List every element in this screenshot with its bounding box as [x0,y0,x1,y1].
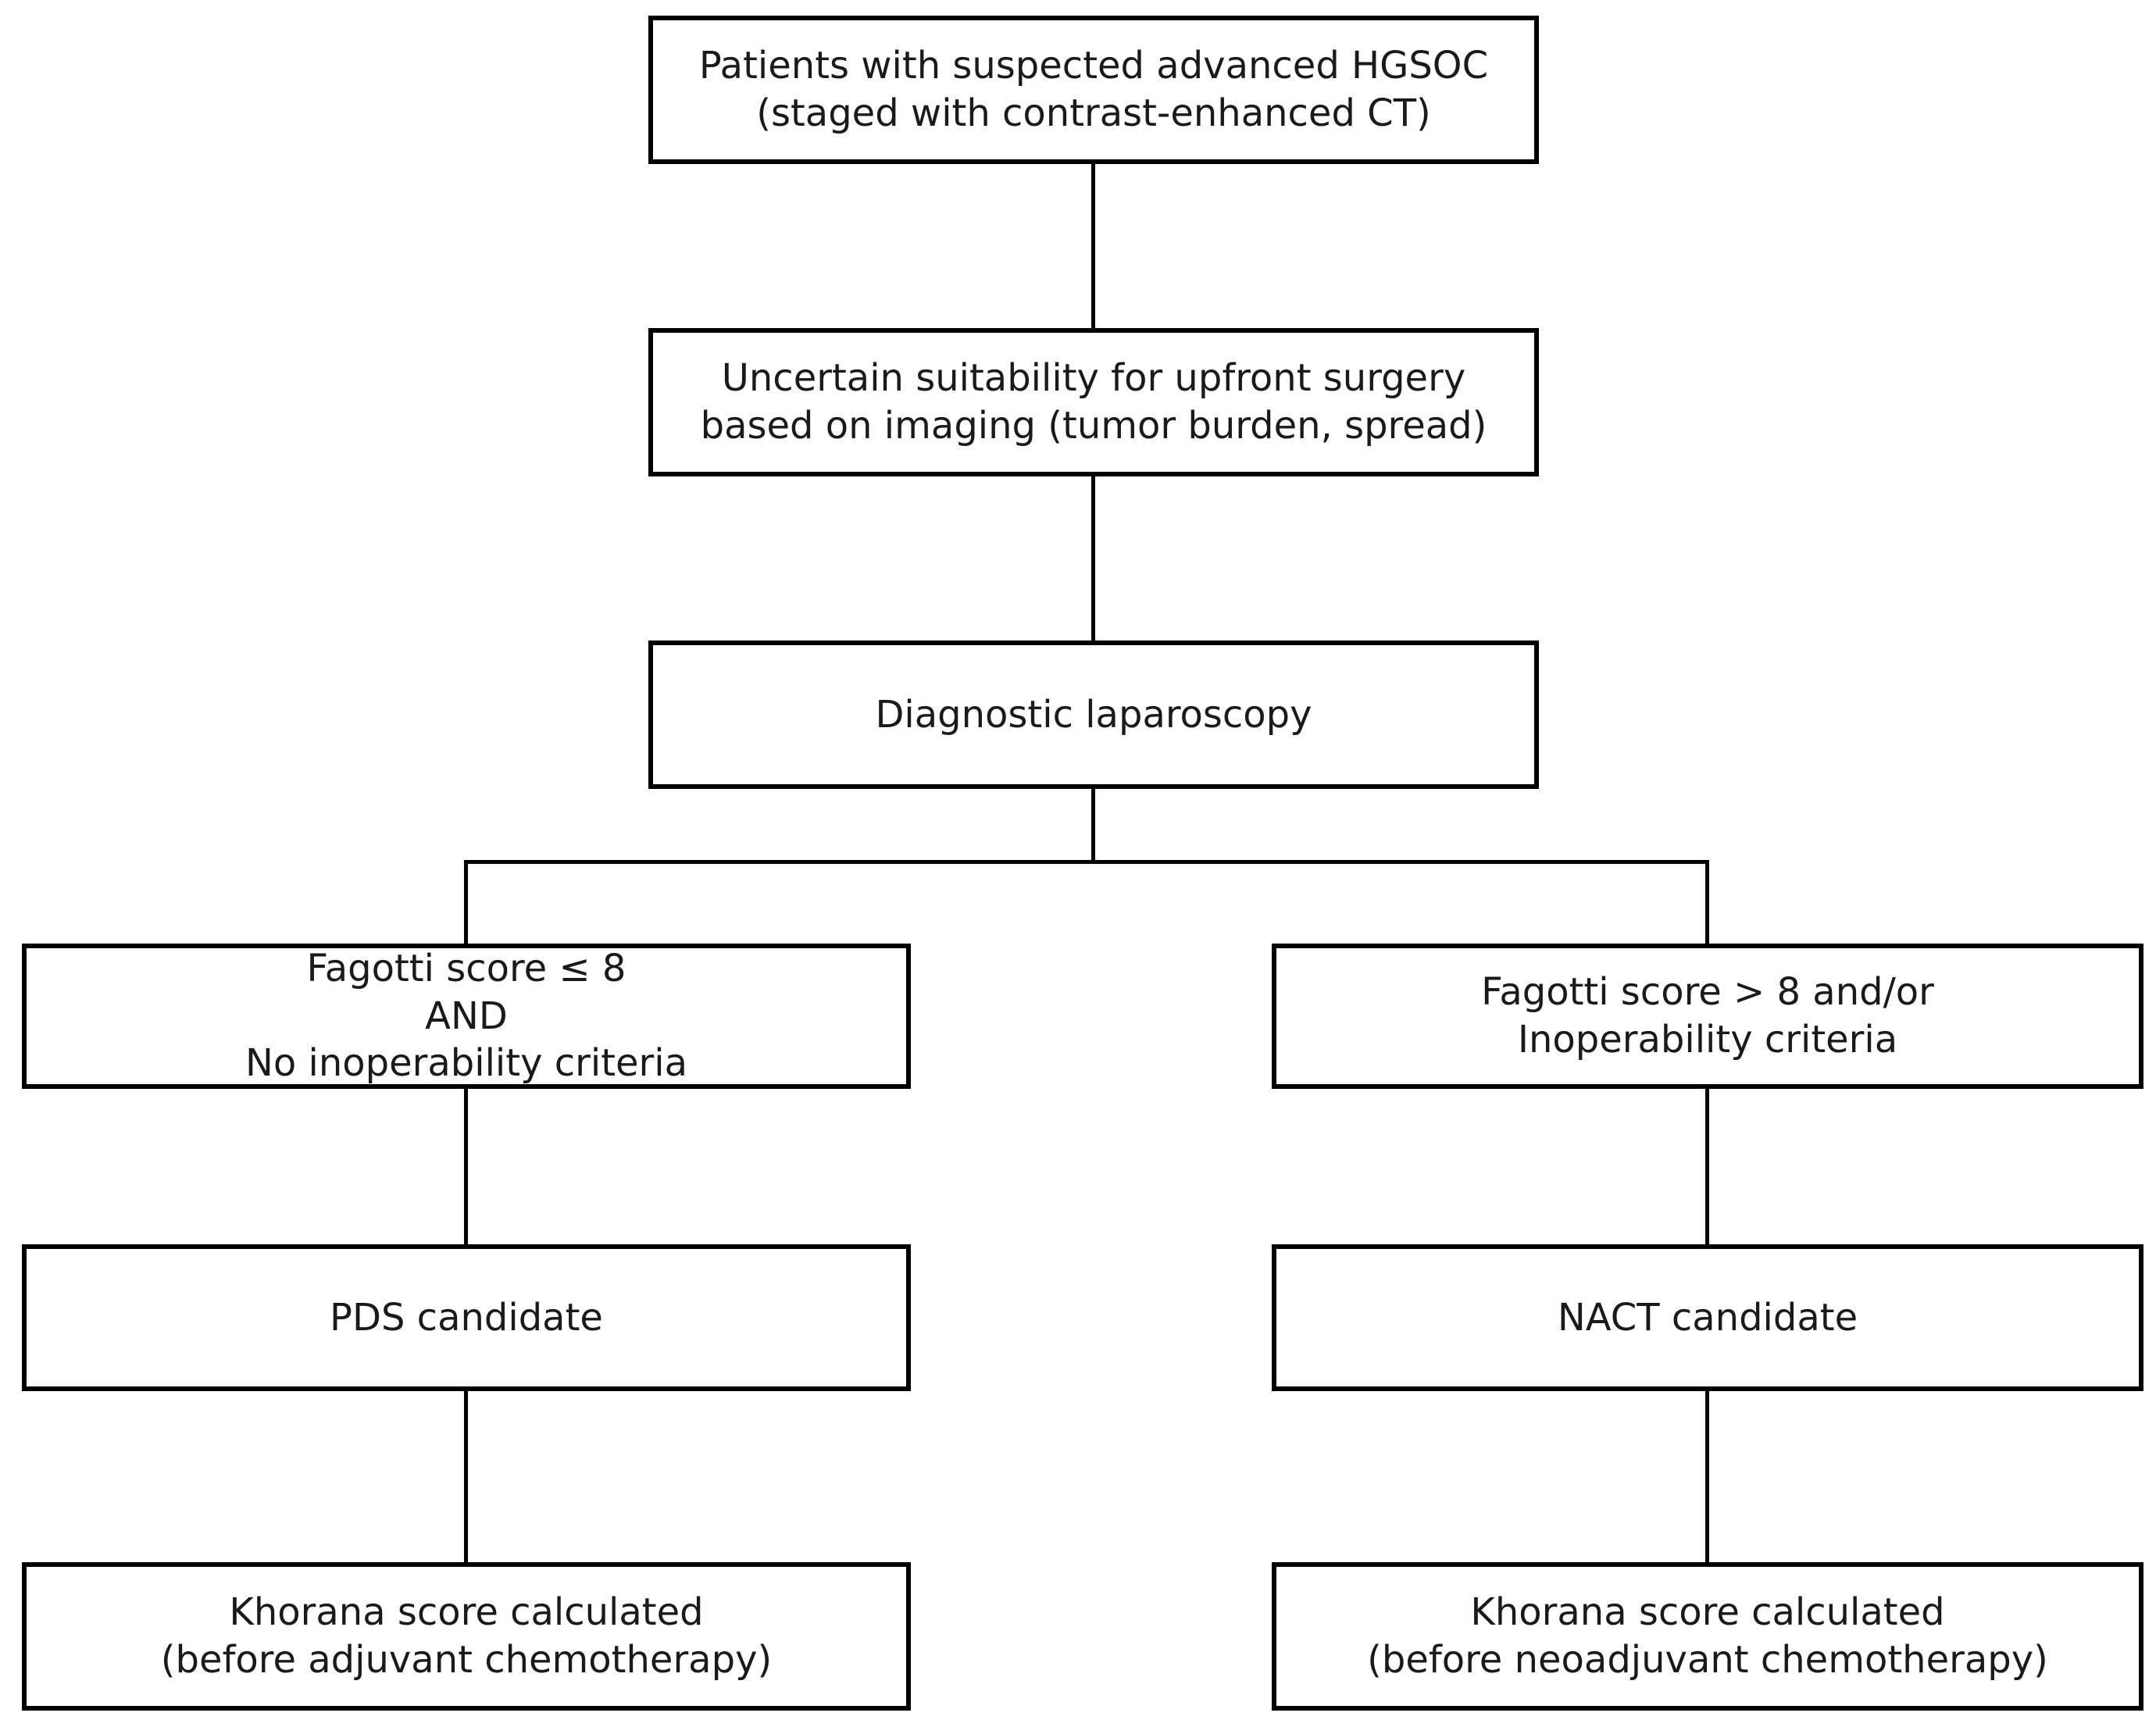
node-fagotti-high: Fagotti score > 8 and/or Inoperability c… [1272,944,2144,1089]
connector-fagotti-low-to-pds [464,1089,468,1244]
node-khorana-adjuvant-line2: (before adjuvant chemotherapy) [160,1638,773,1682]
node-fagotti-low: Fagotti score ≤ 8 AND No inoperability c… [22,944,911,1089]
node-suspected-hgsoc-line1: Patients with suspected advanced HGSOC [698,44,1489,88]
connector-branch-to-fagotti-low [464,860,468,944]
connector-uncertain-to-laparoscopy [1091,476,1095,640]
connector-fagotti-high-to-nact [1705,1089,1709,1244]
node-khorana-adjuvant: Khorana score calculated (before adjuvan… [22,1562,911,1711]
node-fagotti-high-line1: Fagotti score > 8 and/or [1481,970,1934,1015]
node-suspected-hgsoc-line2: (staged with contrast-enhanced CT) [756,91,1431,135]
node-uncertain-suitability: Uncertain suitability for upfront surger… [648,328,1539,476]
node-fagotti-low-line1: Fagotti score ≤ 8 [306,946,626,990]
node-fagotti-low-line2: AND [425,994,508,1038]
node-uncertain-suitability-line1: Uncertain suitability for upfront surger… [721,356,1466,401]
node-diagnostic-laparoscopy: Diagnostic laparoscopy [648,640,1539,789]
node-fagotti-high-line2: Inoperability criteria [1517,1018,1898,1062]
connector-nact-to-khorana-neoadjuvant [1705,1391,1709,1562]
node-nact-candidate-line1: NACT candidate [1557,1295,1858,1340]
node-nact-candidate: NACT candidate [1272,1244,2144,1391]
connector-laparoscopy-to-branch [1091,789,1095,864]
connector-branch-to-fagotti-high [1705,860,1709,944]
connector-patients-to-uncertain [1091,164,1095,328]
node-khorana-neoadjuvant-line2: (before neoadjuvant chemotherapy) [1367,1638,2048,1682]
node-khorana-neoadjuvant-line1: Khorana score calculated [1470,1590,1945,1635]
connector-branch-horizontal [464,860,1709,864]
node-diagnostic-laparoscopy-line1: Diagnostic laparoscopy [875,692,1312,737]
connector-pds-to-khorana-adjuvant [464,1391,468,1562]
node-pds-candidate: PDS candidate [22,1244,911,1391]
node-khorana-neoadjuvant: Khorana score calculated (before neoadju… [1272,1562,2144,1711]
node-khorana-adjuvant-line1: Khorana score calculated [229,1590,704,1635]
node-fagotti-low-line3: No inoperability criteria [245,1041,688,1086]
node-uncertain-suitability-line2: based on imaging (tumor burden, spread) [700,404,1487,448]
node-pds-candidate-line1: PDS candidate [330,1295,603,1340]
node-suspected-hgsoc: Patients with suspected advanced HGSOC (… [648,16,1539,164]
